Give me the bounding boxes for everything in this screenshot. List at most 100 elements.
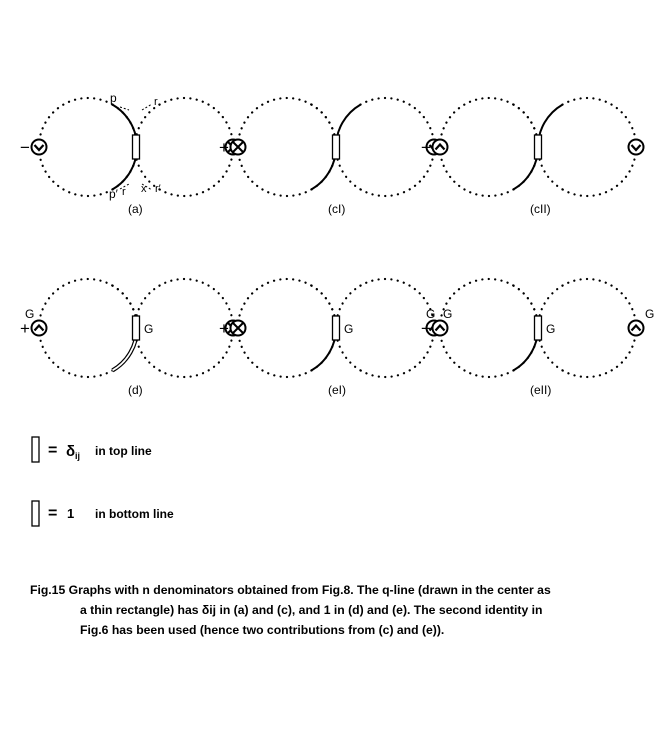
panel-2-2: +(eI)GG — [219, 277, 452, 397]
circle-chevron-ring — [431, 319, 449, 337]
circle-chevron-down-icon — [30, 138, 48, 156]
row-1: −(a)pp′rr′xr+(cI)−(cII) — [20, 91, 645, 216]
arrow-bottom-right — [141, 183, 153, 191]
right-circle-right-dotted — [561, 277, 638, 379]
q-line-rect — [533, 315, 543, 341]
circle-cross-icon — [229, 138, 247, 156]
top-solid-arc — [334, 284, 362, 330]
top-solid-arc — [536, 284, 564, 330]
end-mark-g: G — [443, 307, 452, 321]
panel-label: (cI) — [328, 202, 345, 216]
caption-line-3: Fig.6 has been used (hence two contribut… — [80, 623, 444, 637]
caption: Fig.15 Graphs with n denominators obtain… — [30, 583, 551, 637]
caption-line-2: a thin rectangle) has δij in (a) and (c)… — [80, 603, 542, 617]
rect-mark-g: G — [144, 322, 153, 336]
panel-1-1: −(a)pp′rr′xr — [20, 91, 242, 216]
circle-chevron-ring — [627, 138, 645, 156]
legend: = δ ij in top line = 1 in bottom line — [31, 436, 174, 527]
legend-rect-top — [31, 436, 40, 463]
panel-label: (a) — [128, 202, 143, 216]
row-2: +(d)GG+(eI)GG−(eII)GGG — [20, 277, 654, 397]
vertex-mark-g: G — [25, 307, 34, 321]
lead-sign: + — [219, 138, 229, 157]
arrow-top-left — [119, 106, 130, 111]
lead-sign: + — [20, 319, 30, 338]
bottom-inner-dotted — [334, 326, 362, 372]
end-mark-g: G — [645, 307, 654, 321]
panel-1-3: − (cII) — [421, 96, 645, 216]
rect-mark-g: G — [344, 322, 353, 336]
vertex-mark-g: G — [426, 307, 435, 321]
arrow-label-bottom-mid: x — [141, 183, 147, 195]
right-circle-right-dotted — [561, 96, 638, 198]
circle-cross-icon — [229, 319, 247, 337]
circle-cross-lines — [232, 141, 244, 153]
top-inner-dotted — [133, 103, 161, 149]
panel-2-1: + (d) G G — [20, 277, 242, 397]
top-inner-dotted — [512, 284, 540, 330]
lead-sign: − — [421, 138, 431, 157]
top-inner-dotted — [310, 284, 338, 330]
circle-chevron-up-icon — [431, 138, 449, 156]
arrow-label-bottom-right: r′ — [155, 183, 161, 195]
arrow-label-bottom-left: r — [122, 186, 126, 198]
circle-chevron-mark — [630, 144, 642, 152]
panel-2-3: −(eII)GGG — [421, 277, 654, 397]
circle-chevron-down-icon — [627, 138, 645, 156]
circle-chevron-ring — [627, 319, 645, 337]
q-line-rect — [131, 134, 141, 160]
q-line-rect — [331, 134, 341, 160]
momentum-bottom-label: p′ — [109, 187, 119, 201]
circle-chevron-up-icon — [30, 319, 48, 337]
arrow-label-top: r — [154, 96, 158, 108]
top-inner-dotted — [111, 284, 139, 330]
legend-delta-subscript: ij — [75, 451, 80, 461]
circle-chevron-mark — [33, 144, 45, 152]
panel-label: (eI) — [328, 383, 346, 397]
panel-label: (cII) — [530, 202, 551, 216]
lead-sign: − — [20, 138, 30, 157]
bottom-inner-dotted — [536, 145, 564, 191]
caption-line-1: Fig.15 Graphs with n denominators obtain… — [30, 583, 551, 597]
legend-text-bottom: in bottom line — [95, 507, 174, 521]
circle-chevron-ring — [30, 138, 48, 156]
legend-delta-symbol: δ — [66, 443, 75, 460]
left-circle-left-dotted — [37, 96, 114, 198]
circle-chevron-mark — [630, 323, 642, 332]
circle-chevron-mark — [434, 323, 446, 332]
top-inner-dotted — [310, 103, 338, 149]
top-solid-arc — [133, 284, 161, 330]
left-circle-left-dotted — [236, 96, 313, 198]
left-circle-left-dotted — [438, 277, 515, 379]
circle-cross-lines — [232, 322, 244, 334]
circle-chevron-ring — [431, 138, 449, 156]
panel-label: (eII) — [530, 383, 551, 397]
rect-mark-g: G — [546, 322, 555, 336]
circle-chevron-up-icon — [627, 319, 645, 337]
circle-chevron-up-icon — [431, 319, 449, 337]
bottom-inner-dotted — [133, 145, 161, 191]
left-circle-left-dotted — [236, 277, 313, 379]
left-circle-left-dotted — [438, 96, 515, 198]
arrow-bottom-left — [119, 183, 130, 190]
q-line-rect — [131, 315, 141, 341]
legend-equals-2: = — [48, 505, 57, 522]
legend-text-top: in top line — [95, 444, 152, 458]
left-circle-left-dotted — [37, 277, 114, 379]
legend-rect-bottom — [31, 500, 40, 527]
circle-chevron-mark — [434, 142, 446, 151]
top-inner-dotted — [512, 103, 540, 149]
bottom-inner-dotted — [334, 145, 362, 191]
legend-one-symbol: 1 — [67, 506, 74, 521]
q-line-rect — [533, 134, 543, 160]
arrow-top-right — [141, 103, 153, 111]
circle-chevron-ring — [30, 319, 48, 337]
panel-1-2: + (cI) — [219, 96, 443, 216]
bottom-inner-dotted — [536, 326, 564, 372]
momentum-top-label: p — [110, 91, 117, 105]
lead-sign: + — [219, 319, 229, 338]
circle-chevron-mark — [33, 323, 45, 332]
legend-equals-1: = — [48, 442, 57, 459]
panel-label: (d) — [128, 383, 143, 397]
